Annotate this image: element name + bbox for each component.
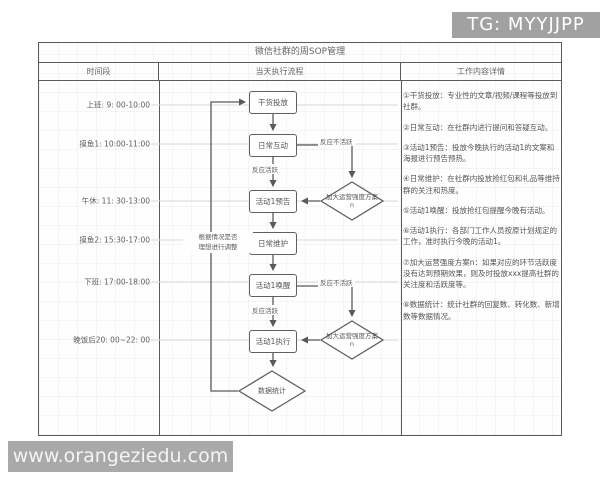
detail-item-7: ⑦加大运营强度方案n：如果对应的环节活跃度没有达到预期效果，则及时投放xxx提高… [403, 257, 559, 290]
column-divider-2 [401, 81, 402, 435]
tg-contact-badge: TG: MYYJJPP [452, 12, 600, 38]
watermark: www.orangeziedu.com [8, 441, 233, 472]
flow-node-data-statistics: 数据统计 [238, 370, 306, 412]
flow-node-daily-maintenance: 日常维护 [249, 232, 297, 255]
flow-decision-boost-plan-1: 加大运营强度方案n [320, 181, 384, 221]
detail-item-1: ①干货投放：专业性的文章/视频/课程等投放到社群。 [403, 91, 558, 112]
detail-item-2: ②日常互动：在社群内进行提问和答疑互动。 [403, 122, 553, 132]
flow-decision-boost-plan-1-label: 加大运营强度方案n [325, 192, 378, 209]
time-slot-2: 摸鱼1: 10:00-11:00 [79, 139, 150, 149]
flow-decision-boost-plan-2: 加大运营强度方案n [320, 320, 384, 360]
column-divider-1 [159, 81, 160, 435]
time-slot-5: 下班: 17:00-18:00 [84, 277, 150, 287]
time-slot-6: 晚饭后20: 00~22: 00 [73, 335, 150, 345]
column-header-details: 工作内容详情 [457, 67, 505, 76]
feedback-loop-label: 根据情况是否 理想进行调整 [183, 232, 253, 253]
column-header-time: 时间段 [39, 63, 159, 80]
time-slot-1: 上班: 9: 00-10:00 [86, 100, 150, 110]
flow-node-daily-interaction: 日常互动 [249, 134, 297, 157]
flow-node-activity-preview: 活动1预告 [249, 190, 297, 213]
edge-label-inactive-1: 反应不活跃 [318, 136, 355, 146]
flow-decision-boost-plan-2-label: 加大运营强度方案n [325, 331, 378, 348]
flow-node-data-statistics-label: 数据统计 [257, 386, 286, 395]
edge-label-active-1: 反应活跃 [250, 164, 280, 174]
detail-item-4: ④日常维护：在社群内投放抢红包和礼品等维持群的关注和热度。 [403, 174, 560, 195]
edge-label-inactive-2: 反应不活跃 [318, 277, 355, 287]
flow-node-activity-execute: 活动1执行 [249, 330, 297, 353]
flow-node-activity-wakeup: 活动1唤醒 [249, 274, 297, 297]
time-slot-4: 摸鱼2: 15:30-17:00 [79, 235, 150, 245]
table-header-row: 时间段 当天执行流程 工作内容详情 [39, 63, 561, 81]
feedback-loop-label-line2: 理想进行调整 [198, 243, 238, 252]
time-slot-3: 午休: 11: 30-13:00 [81, 196, 150, 206]
sop-table: 微信社群的周SOP管理 时间段 当天执行流程 工作内容详情 [38, 42, 562, 436]
detail-item-8: ⑧数据统计：统计社群的回复数、转化数、新增数等数据情况。 [403, 300, 560, 321]
detail-item-3: ③活动1预告：投放今晚执行的活动1的文案和海报进行预告预热。 [403, 142, 555, 163]
table-title: 微信社群的周SOP管理 [39, 43, 561, 63]
feedback-loop-label-line1: 根据情况是否 [198, 233, 238, 241]
detail-item-6: ⑥活动1执行：各部门工作人员按原计划规定的工作，准时执行今晚的活动1。 [403, 226, 557, 247]
work-details-column: ①干货投放：专业性的文章/视频/课程等投放到社群。 ②日常互动：在社群内进行提问… [403, 90, 560, 331]
flow-node-content-delivery: 干货投放 [249, 91, 297, 114]
edge-label-active-2: 反应活跃 [250, 305, 280, 315]
column-header-flow: 当天执行流程 [159, 63, 401, 80]
detail-item-5: ⑤活动1唤醒：投放抢红包提醒今晚有活动。 [403, 205, 550, 215]
